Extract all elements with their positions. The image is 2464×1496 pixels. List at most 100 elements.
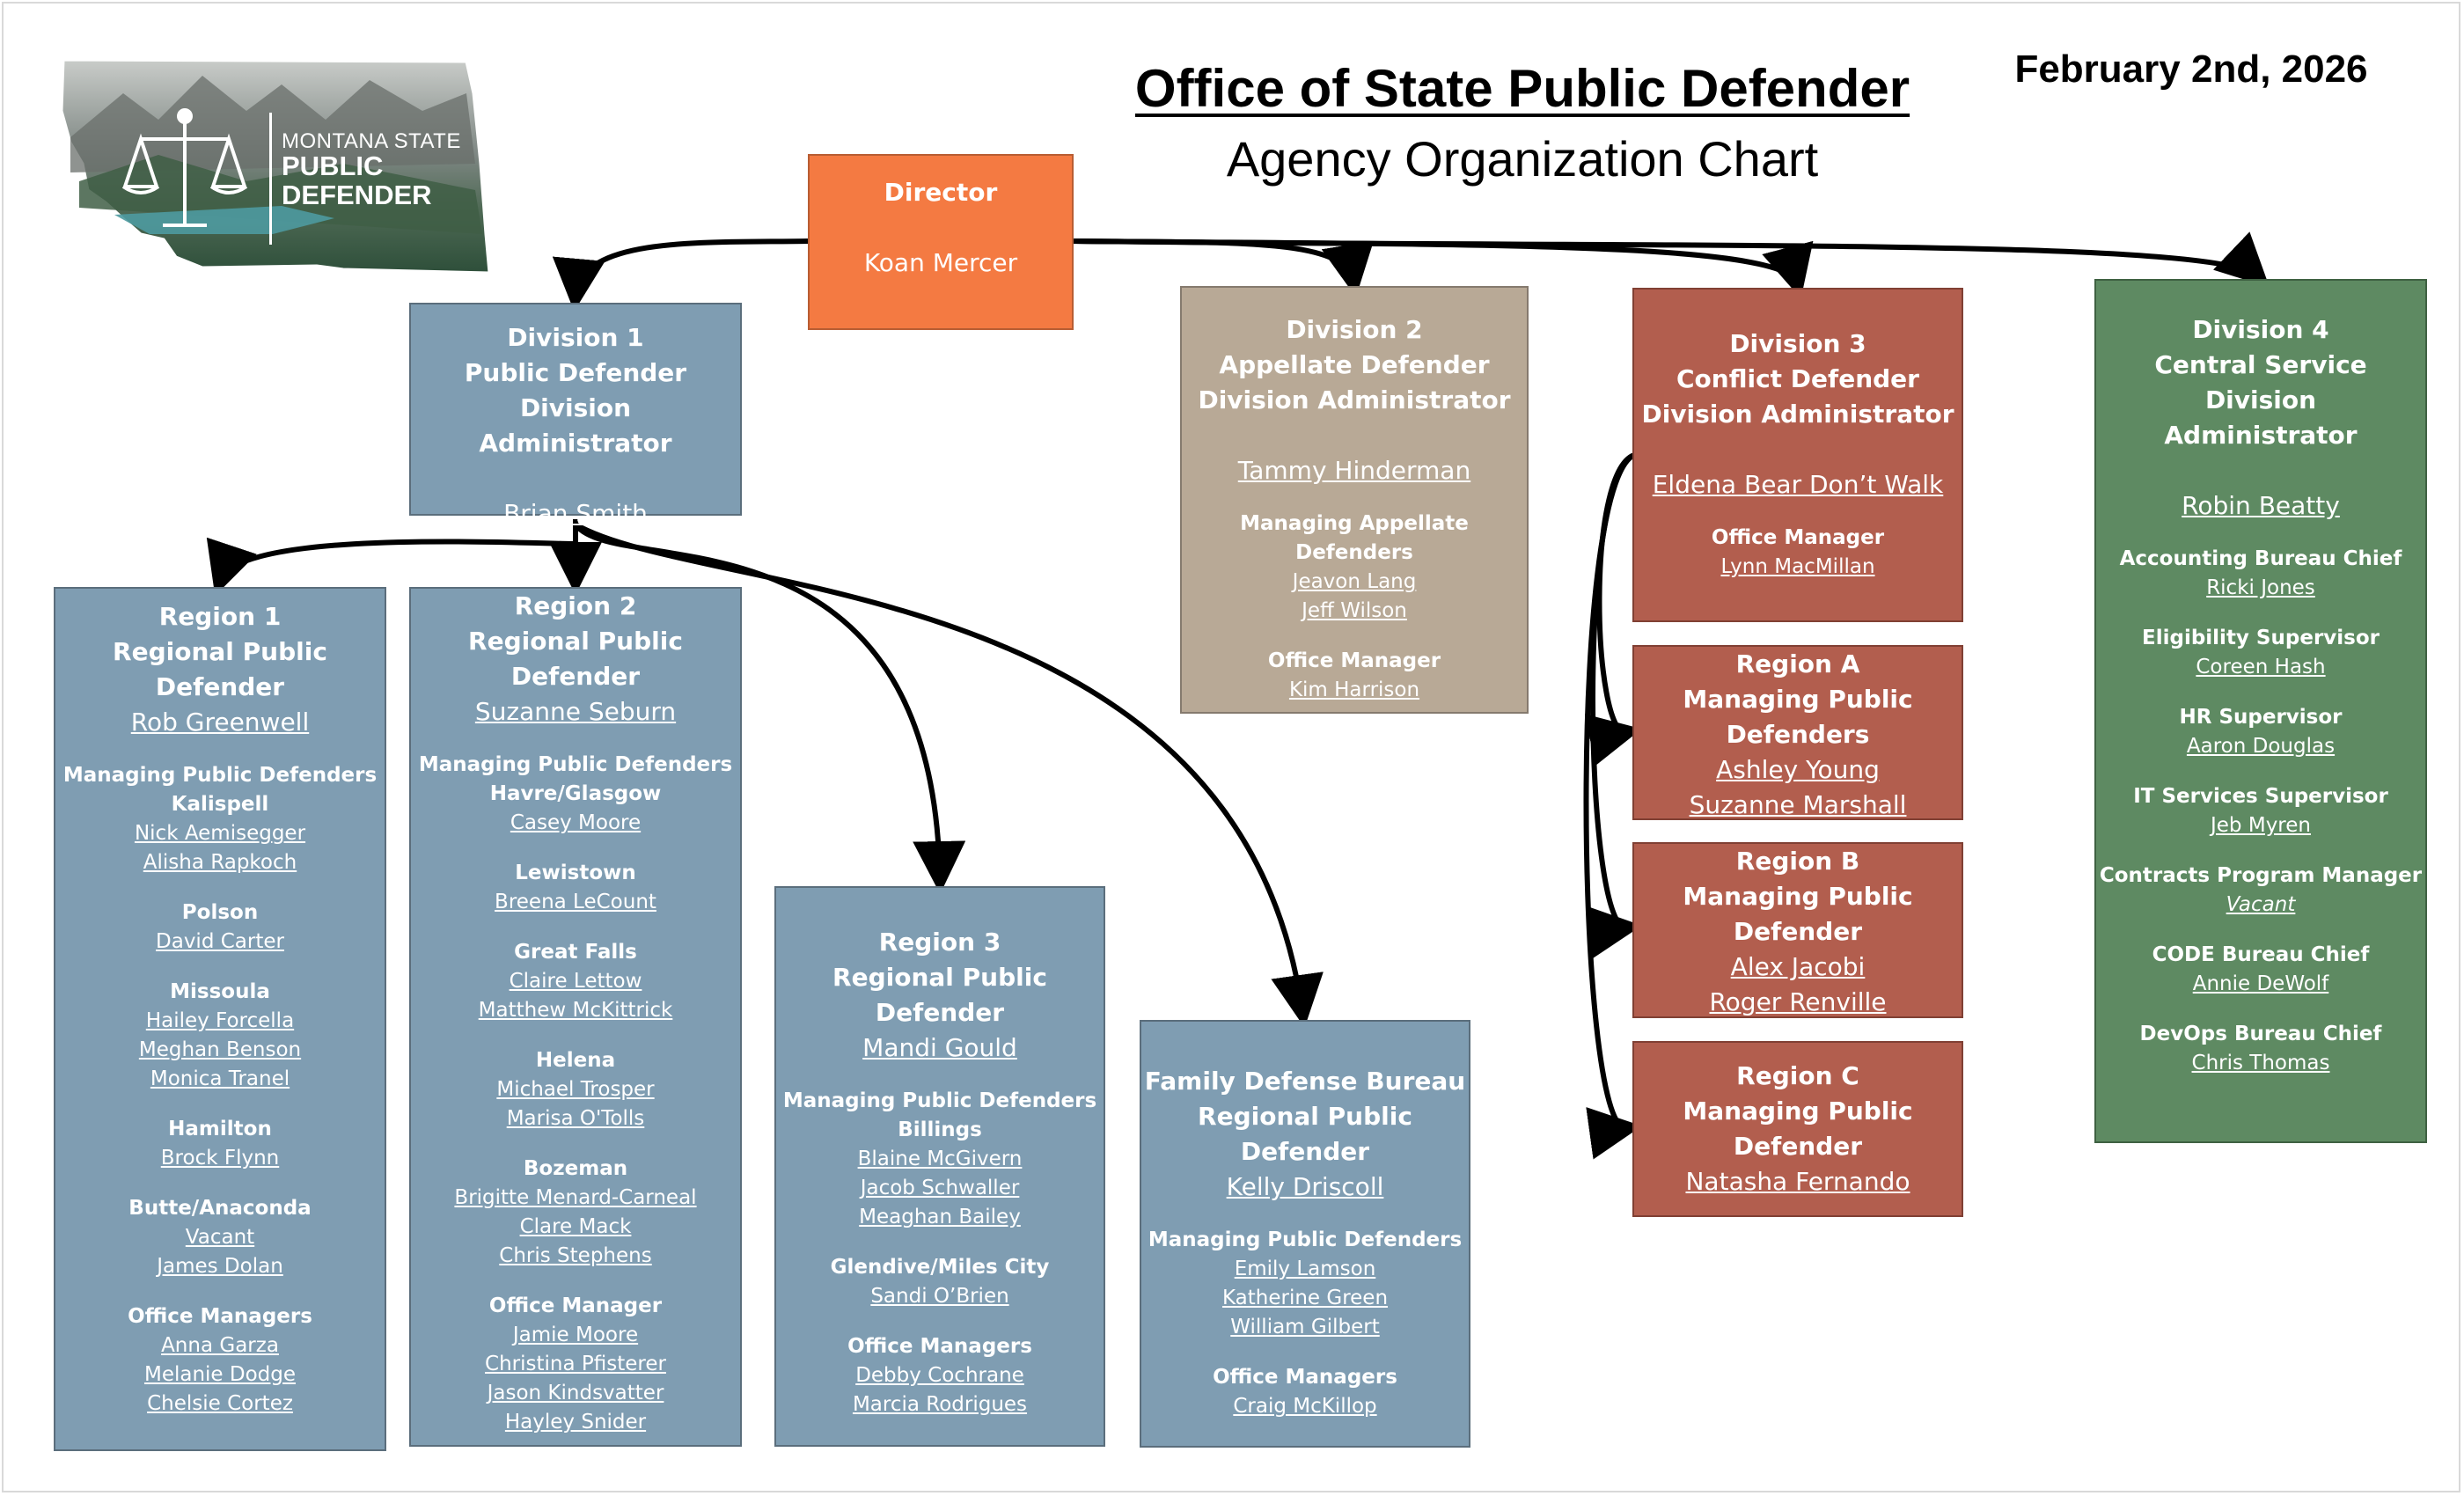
division-4-role-name[interactable]: Annie DeWolf	[2192, 972, 2329, 995]
montana-state-shape-icon	[60, 58, 491, 275]
region-1-office-location: Polson	[181, 901, 259, 924]
division-2-administrator[interactable]: Tammy Hinderman	[1237, 456, 1471, 485]
region-1-person[interactable]: David Carter	[156, 930, 284, 953]
region-3-person[interactable]: Meaghan Bailey	[859, 1206, 1021, 1228]
division-2-managing-name[interactable]: Jeavon Lang	[1292, 570, 1417, 593]
division-4-role-title: Eligibility Supervisor	[2142, 627, 2380, 649]
region-3-office-location: Billings	[898, 1118, 982, 1141]
region-3-box: Region 3 Regional Public Defender Mandi …	[774, 886, 1105, 1447]
region-1-person[interactable]: James Dolan	[157, 1255, 283, 1278]
region-1-office-manager[interactable]: Anna Garza	[161, 1334, 279, 1357]
region-3-defender[interactable]: Mandi Gould	[862, 1033, 1017, 1062]
family-bureau-person[interactable]: Katherine Green	[1221, 1287, 1389, 1309]
region-2-box: Region 2 Regional Public Defender Suzann…	[409, 587, 742, 1447]
spacer	[411, 730, 740, 751]
family-defense-bureau-box: Family Defense Bureau Regional Public De…	[1140, 1020, 1470, 1448]
logo-line-2: PUBLIC	[282, 150, 384, 182]
region-2-person[interactable]: Marisa O'Tolls	[506, 1107, 645, 1130]
division-4-role-name[interactable]: Coreen Hash	[2196, 656, 2326, 678]
logo-divider	[269, 113, 272, 245]
region-3-line1: Region 3	[878, 928, 1001, 957]
region-1-person[interactable]: Nick Aemisegger	[134, 822, 306, 845]
region-2-office-manager[interactable]: Jason Kindsvatter	[487, 1382, 664, 1404]
family-bureau-defender[interactable]: Kelly Driscoll	[1226, 1172, 1384, 1201]
region-1-person[interactable]: Meghan Benson	[138, 1038, 302, 1061]
division-3-line3: Division Administrator	[1641, 400, 1954, 429]
region-3-line2: Regional Public Defender	[832, 963, 1047, 1027]
region-b-line1: Region B	[1735, 847, 1860, 876]
spacer	[55, 1173, 385, 1194]
spacer	[2096, 524, 2425, 545]
region-2-person[interactable]: Clare Mack	[519, 1215, 632, 1238]
region-1-defender[interactable]: Rob Greenwell	[130, 708, 310, 737]
region-a-person[interactable]: Suzanne Marshall	[1689, 790, 1907, 819]
spacer	[1634, 502, 1962, 524]
region-3-office-manager[interactable]: Marcia Rodrigues	[852, 1393, 1028, 1416]
spacer	[810, 210, 1072, 246]
region-c-person[interactable]: Natasha Fernando	[1685, 1167, 1910, 1196]
region-2-person[interactable]: Chris Stephens	[499, 1244, 652, 1267]
division-1-administrator[interactable]: Brian Smith	[503, 499, 648, 528]
region-3-office-heading: Office Managers	[847, 1335, 1032, 1358]
region-3-person[interactable]: Jacob Schwaller	[860, 1177, 1020, 1199]
division-4-role-name[interactable]: Ricki Jones	[2206, 576, 2315, 599]
region-b-person[interactable]: Roger Renville	[1709, 987, 1887, 1016]
division-3-office-name[interactable]: Lynn MacMillan	[1720, 555, 1875, 578]
region-2-person[interactable]: Claire Lettow	[509, 970, 642, 993]
division-2-office-heading: Office Manager	[1267, 649, 1441, 672]
family-bureau-person[interactable]: William Gilbert	[1230, 1316, 1380, 1338]
division-3-administrator[interactable]: Eldena Bear Don’t Walk	[1652, 470, 1944, 499]
region-1-person[interactable]: Vacant	[185, 1226, 255, 1249]
division-3-line1: Division 3	[1729, 329, 1866, 358]
family-bureau-line1: Family Defense Bureau	[1144, 1067, 1466, 1096]
page-subtitle: Agency Organization Chart	[1226, 131, 1819, 187]
spacer	[411, 1025, 740, 1046]
division-4-role-name[interactable]: Jeb Myren	[2211, 814, 2311, 837]
region-1-office-manager[interactable]: Chelsie Cortez	[147, 1392, 293, 1415]
region-1-person[interactable]: Monica Tranel	[150, 1067, 290, 1090]
region-3-office-manager[interactable]: Debby Cochrane	[855, 1364, 1024, 1387]
division-4-role-title: IT Services Supervisor	[2133, 785, 2388, 808]
family-bureau-office-manager[interactable]: Craig McKillop	[1233, 1395, 1377, 1418]
region-2-person[interactable]: Brigitte Menard-Carneal	[454, 1186, 697, 1209]
division-1-line3: Administrator	[479, 429, 672, 458]
region-1-person[interactable]: Alisha Rapkoch	[143, 851, 297, 874]
region-2-person[interactable]: Matthew McKittrick	[478, 999, 673, 1022]
region-1-person[interactable]: Brock Flynn	[160, 1147, 280, 1170]
region-a-person[interactable]: Ashley Young	[1716, 755, 1880, 784]
spacer	[1141, 1342, 1469, 1363]
spacer	[2096, 920, 2425, 941]
division-1-box: Division 1 Public Defender Division Admi…	[409, 303, 742, 528]
spacer	[2096, 999, 2425, 1020]
spacer	[2096, 682, 2425, 703]
region-2-defender[interactable]: Suzanne Seburn	[474, 697, 677, 726]
region-c-box: Region C Managing Public Defender Natash…	[1632, 1041, 1963, 1217]
region-2-office-manager[interactable]: Jamie Moore	[512, 1324, 639, 1346]
division-4-administrator[interactable]: Robin Beatty	[2182, 491, 2340, 520]
region-2-person[interactable]: Michael Trosper	[496, 1078, 655, 1101]
region-1-office-location: Kalispell	[171, 793, 269, 816]
region-2-office-manager[interactable]: Christina Pfisterer	[485, 1353, 666, 1375]
family-bureau-person[interactable]: Emily Lamson	[1234, 1258, 1376, 1280]
region-2-person[interactable]: Breena LeCount	[495, 891, 656, 913]
region-3-office-location: Glendive/Miles City	[830, 1256, 1050, 1279]
region-1-person[interactable]: Hailey Forcella	[145, 1009, 295, 1032]
region-2-office-manager[interactable]: Hayley Snider	[504, 1411, 647, 1434]
division-4-role-name[interactable]: Aaron Douglas	[2186, 735, 2336, 758]
region-3-person[interactable]: Blaine McGivern	[857, 1148, 1023, 1170]
region-1-office-manager[interactable]: Melanie Dodge	[143, 1363, 297, 1386]
division-2-office-name[interactable]: Kim Harrison	[1288, 678, 1420, 701]
division-4-role-name-vacant[interactable]: Vacant	[2226, 893, 2296, 916]
director-name: Koan Mercer	[863, 248, 1018, 277]
spacer	[1141, 1205, 1469, 1226]
spacer	[2096, 603, 2425, 624]
division-2-managing-name[interactable]: Jeff Wilson	[1302, 599, 1407, 622]
region-1-office-location: Hamilton	[168, 1118, 272, 1140]
division-4-role-name[interactable]: Chris Thomas	[2191, 1052, 2330, 1074]
region-3-person[interactable]: Sandi O’Brien	[870, 1285, 1009, 1308]
region-b-person[interactable]: Alex Jacobi	[1730, 952, 1866, 981]
spacer	[55, 1094, 385, 1115]
division-3-line2: Conflict Defender	[1676, 364, 1919, 393]
region-2-person[interactable]: Casey Moore	[510, 811, 642, 834]
region-2-office-location: Great Falls	[514, 941, 637, 964]
